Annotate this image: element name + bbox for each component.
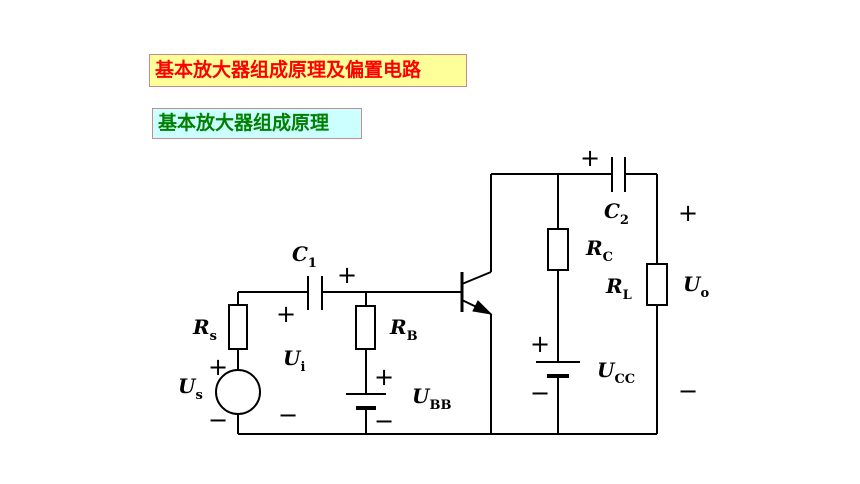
page-title: 基本放大器组成原理及偏置电路 [149,54,467,87]
transistor-npn [460,271,493,315]
voltage-source-us [215,369,261,415]
minus-sign-ucc: − [530,379,550,407]
resistor-rl [646,263,668,306]
section-title: 基本放大器组成原理 [152,108,362,139]
plus-sign-uo: + [678,199,698,227]
circuit-wires [237,173,658,435]
label-c1: C1 [292,242,317,271]
label-rs: Rs [192,315,217,344]
capacitor-c1 [307,276,323,310]
plus-sign-c2: + [580,144,600,172]
label-us: Us [178,374,203,403]
resistor-rb [355,305,376,350]
plus-sign-ucc: + [530,330,550,358]
label-ucc: UCC [597,358,635,387]
label-uo: Uo [683,272,709,301]
label-rl: RL [605,274,632,303]
minus-sign-ui: − [278,401,298,429]
label-rb: RB [389,315,418,344]
label-ubb: UBB [412,384,451,413]
label-c2: C2 [604,199,629,228]
resistor-rc [547,228,569,271]
battery-ucc [536,361,580,378]
plus-sign-ubb: + [374,363,394,391]
minus-sign-ubb: − [374,407,394,435]
label-rc: RC [585,236,613,265]
plus-sign-us: + [208,353,228,381]
capacitor-c2 [611,157,626,192]
resistor-rs [228,304,248,350]
plus-sign-ui: + [276,300,296,328]
battery-ubb [346,393,386,410]
minus-sign-us: − [208,406,228,434]
plus-sign-c1-right: + [337,261,357,289]
label-ui: Ui [283,346,305,375]
minus-sign-uo: − [678,377,698,405]
